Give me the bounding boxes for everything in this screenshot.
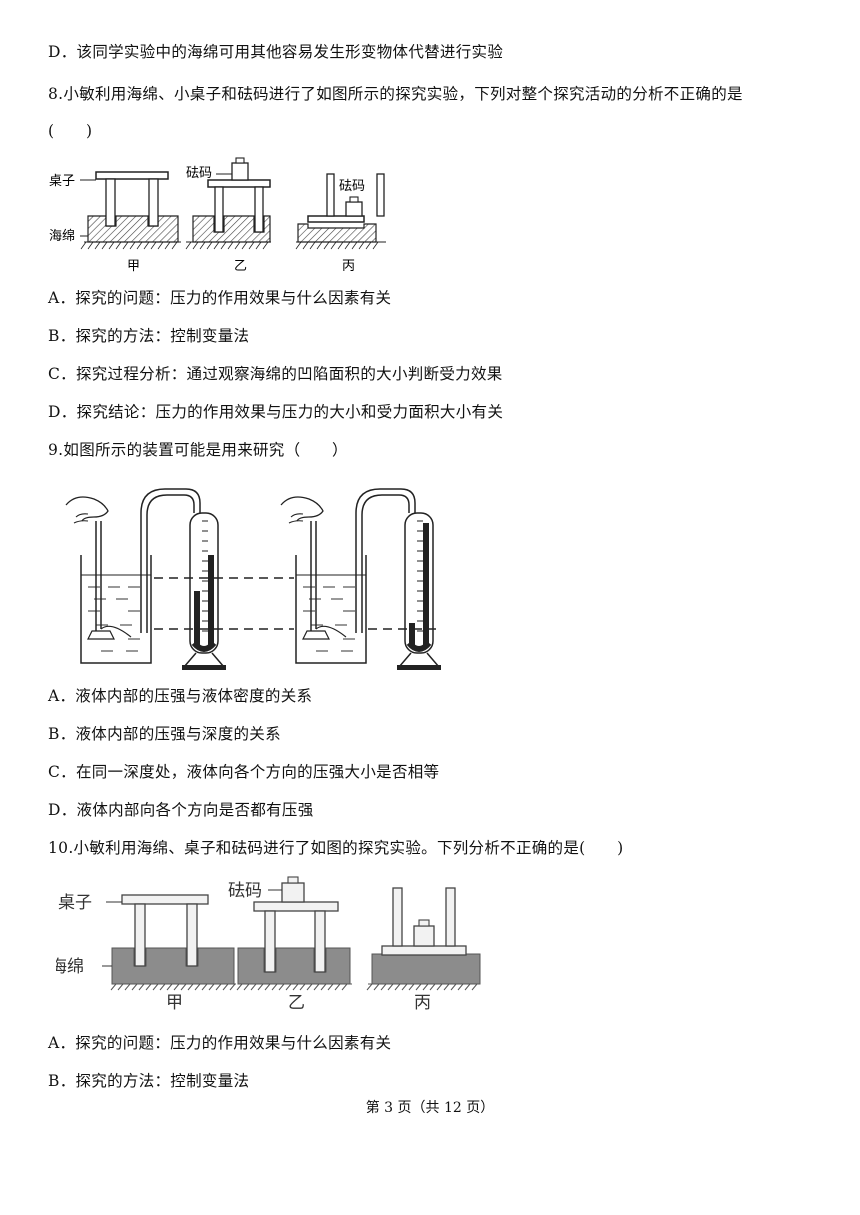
q9-beaker-left bbox=[65, 496, 152, 664]
q8-label-weight-yi: 砝码 bbox=[186, 166, 212, 181]
q8-caption-bing: 丙 bbox=[342, 259, 355, 274]
page-footer: 第 3 页（共 12 页） bbox=[365, 1100, 495, 1116]
q8-label-weight-bing: 砝码 bbox=[339, 179, 365, 194]
q9-stem: 9.如图所示的装置可能是用来研究（ ） bbox=[48, 441, 348, 459]
q8-figure-sponge-desk: 桌子 海绵 砝码 砝码 甲 乙 丙 bbox=[49, 157, 386, 274]
q9-beaker-right bbox=[280, 496, 367, 664]
q8-option-a: A．探究的问题：压力的作用效果与什么因素有关 bbox=[48, 289, 392, 307]
q8-caption-yi: 乙 bbox=[234, 259, 247, 274]
q9-gauge-left bbox=[182, 512, 226, 670]
q9-option-d: D．液体内部向各个方向是否都有压强 bbox=[48, 801, 314, 819]
q8-answer-blank: ( ) bbox=[48, 122, 93, 140]
q10-caption-yi: 乙 bbox=[288, 993, 305, 1013]
q8-caption-jia: 甲 bbox=[127, 259, 140, 274]
q10-label-sponge: 海绵 bbox=[56, 957, 84, 977]
q10-caption-bing: 丙 bbox=[414, 993, 431, 1013]
q9-figure-pressure-gauge bbox=[65, 488, 441, 670]
q8-option-d: D．探究结论：压力的作用效果与压力的大小和受力面积大小有关 bbox=[48, 403, 504, 421]
q10-label-weight: 砝码 bbox=[228, 881, 262, 901]
q10-label-desk: 桌子 bbox=[58, 893, 92, 913]
q8-label-desk: 桌子 bbox=[49, 174, 75, 189]
q8-label-sponge: 海绵 bbox=[49, 229, 75, 244]
q7-option-d: D．该同学实验中的海绵可用其他容易发生形变物体代替进行实验 bbox=[48, 43, 504, 61]
q10-caption-jia: 甲 bbox=[166, 993, 183, 1013]
q10-option-b: B．探究的方法：控制变量法 bbox=[48, 1072, 250, 1090]
q10-stem: 10.小敏利用海绵、桌子和砝码进行了如图的探究实验。下列分析不正确的是( ) bbox=[48, 839, 624, 857]
q9-option-b: B．液体内部的压强与深度的关系 bbox=[48, 725, 281, 743]
q8-option-c: C．探究过程分析：通过观察海绵的凹陷面积的大小判断受力效果 bbox=[48, 365, 503, 383]
q8-stem: 8.小敏利用海绵、小桌子和砝码进行了如图所示的探究实验，下列对整个探究活动的分析… bbox=[48, 85, 743, 103]
q9-option-a: A．液体内部的压强与液体密度的关系 bbox=[48, 687, 313, 705]
q10-option-a: A．探究的问题：压力的作用效果与什么因素有关 bbox=[48, 1034, 392, 1052]
q9-option-c: C．在同一深度处，液体向各个方向的压强大小是否相等 bbox=[48, 763, 440, 781]
q10-figure-sponge-desk: 桌子 海绵 砝码 甲 乙 丙 bbox=[56, 876, 481, 1013]
q9-gauge-right bbox=[397, 512, 441, 670]
q8-option-b: B．探究的方法：控制变量法 bbox=[48, 327, 250, 345]
